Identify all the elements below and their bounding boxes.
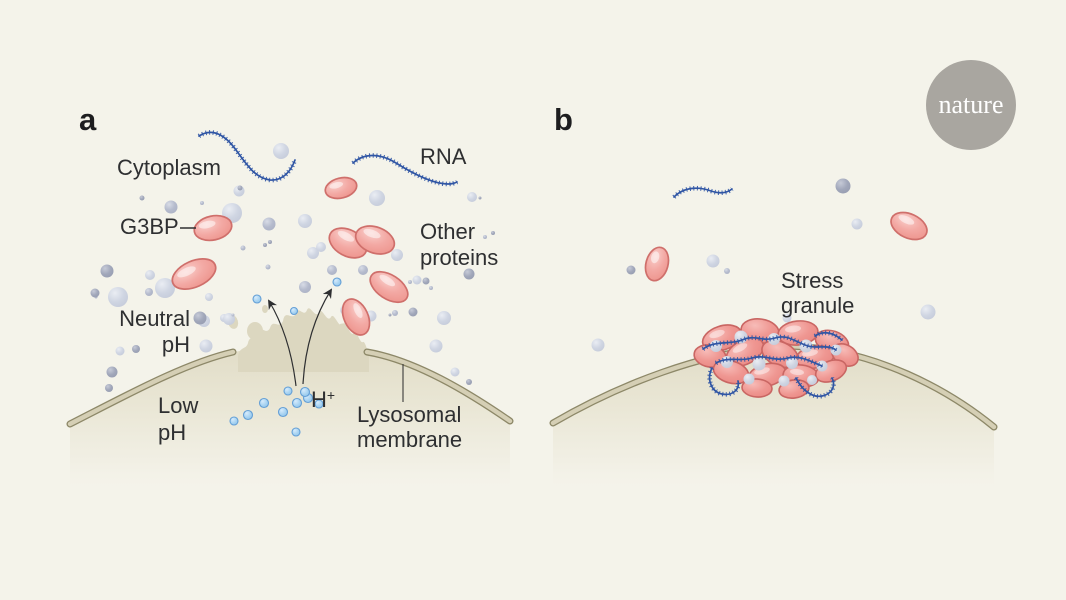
stress-granule-rna	[701, 330, 844, 399]
low-ph-label: Low pH	[158, 393, 199, 445]
panel-a-label: a	[79, 102, 97, 137]
lysosome-a	[66, 305, 514, 494]
cytoplasm-label: Cytoplasm	[117, 155, 221, 180]
h-ion-label: H+	[311, 387, 336, 412]
lysosomal-membrane-label: Lysosomal membrane	[357, 402, 463, 452]
h-ion-superscript: +	[326, 387, 336, 403]
rna-strand	[351, 153, 459, 187]
g3bp-proteins-b	[644, 211, 928, 282]
rna-strand	[197, 130, 298, 183]
nature-logo: nature	[938, 90, 1004, 119]
other-protein-circles-a	[90, 143, 495, 392]
lysosome-b-interior	[553, 347, 994, 494]
neutral-ph-label: Neutral pH	[119, 306, 190, 357]
g3bp-proteins-a	[171, 176, 409, 336]
stress-granule-label: Stress granule	[781, 268, 855, 318]
other-proteins-label: Other proteins	[420, 219, 499, 270]
stress-granule-cluster	[693, 318, 859, 399]
rna-strand	[672, 185, 734, 199]
nature-logo-circle	[926, 60, 1016, 150]
lysosome-a-interior	[70, 346, 510, 494]
membrane-rupture-splash	[227, 305, 369, 372]
panel-b-label: b	[554, 102, 573, 137]
other-protein-circles-b	[591, 178, 936, 352]
proton-dots	[229, 277, 342, 437]
rna-label: RNA	[420, 144, 467, 169]
lysosomal-membrane-a	[66, 348, 514, 428]
proton-escape-arrows	[268, 288, 333, 387]
g3bp-label: G3BP	[120, 214, 179, 239]
